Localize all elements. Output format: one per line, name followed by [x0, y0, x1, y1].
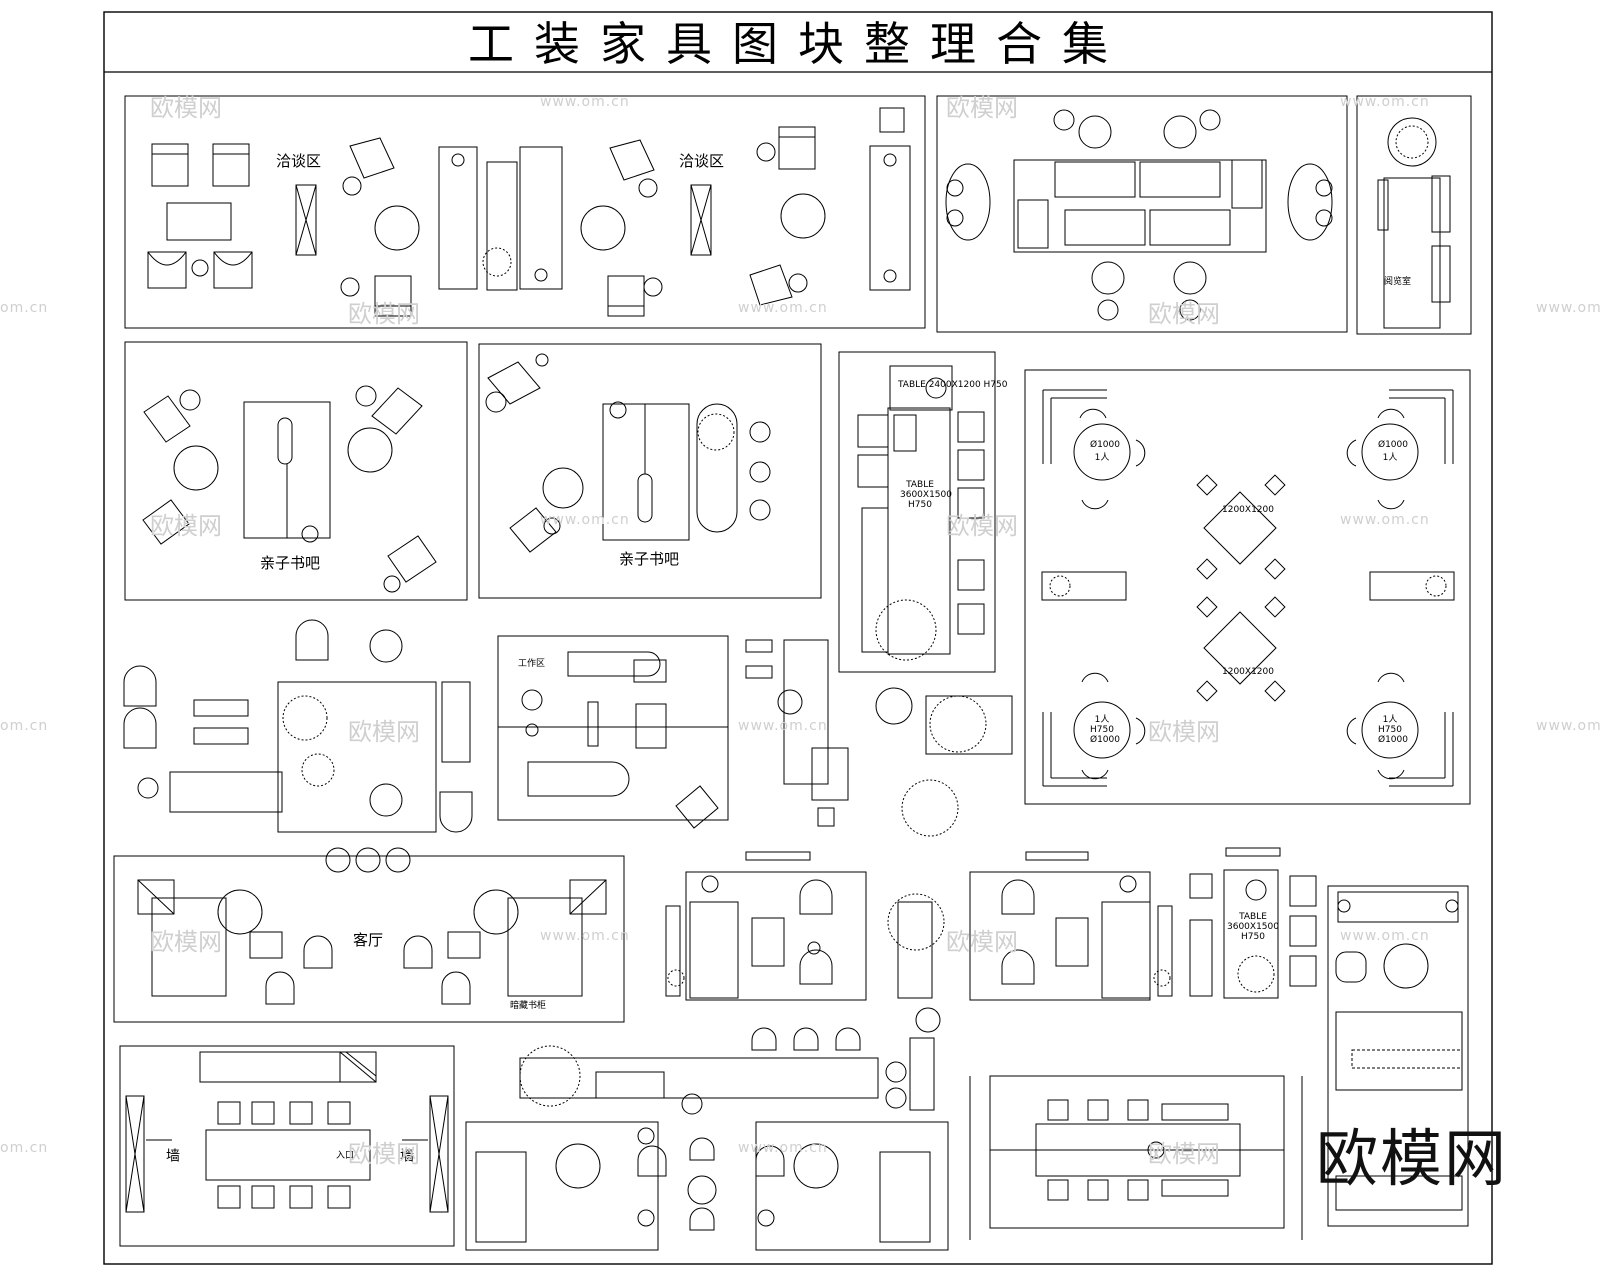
- panel-parent-child-bar-1: [124, 341, 468, 601]
- sofa-set-2: [969, 847, 1317, 1001]
- sofa-pair-bottom: [465, 1121, 949, 1251]
- table-tag-2: TABLE 3600X1500 H750: [1227, 912, 1279, 942]
- bar-counter: [519, 1007, 941, 1115]
- panel-reception-desk: [838, 351, 996, 673]
- label-parent-child-bar-2: 亲子书吧: [619, 550, 680, 568]
- round-table-tag-2: Ø1000 1人: [1378, 440, 1408, 463]
- label-entrance: 入口: [336, 1151, 355, 1161]
- label-wall-left: 墙: [164, 1148, 180, 1162]
- panel-reading-room: [1356, 95, 1472, 335]
- label-wall-right: 墙: [398, 1148, 414, 1162]
- panel-parent-child-bar-2: [478, 343, 822, 599]
- round-table-tag-3: 1人 H750 Ø1000: [1090, 715, 1120, 745]
- sheet-title: 工装家具图块整理合集: [468, 17, 1128, 71]
- table-tag-1: TABLE 2400X1200 H750: [898, 380, 1008, 390]
- outer-frame: [103, 11, 1493, 1265]
- brand-logo-text: 欧模网: [1316, 1122, 1509, 1195]
- label-parent-child-bar-1: 亲子书吧: [260, 554, 321, 572]
- square-table-tag-1: 1200X1200: [1222, 505, 1274, 515]
- table-tag-3: TABLE 3600X1500 H750: [900, 480, 952, 510]
- office-group: [123, 619, 473, 833]
- label-display-cabinet: 暗藏书柜: [510, 1001, 547, 1011]
- label-negotiation-zone-2: 洽谈区: [679, 152, 725, 170]
- label-reading-room: 阅览室: [1384, 277, 1412, 287]
- sofa-set-1: [665, 851, 945, 1001]
- panel-right-lounge: [1327, 885, 1469, 1227]
- square-table-tag-2: 1200X1200: [1222, 667, 1274, 677]
- central-counter: [745, 639, 1013, 837]
- panel-meeting-table: [969, 1075, 1303, 1240]
- label-negotiation-zone-1: 洽谈区: [276, 152, 322, 170]
- round-table-tag-4: 1人 H750 Ø1000: [1378, 715, 1408, 745]
- round-table-tag-1: Ø1000 1人: [1090, 440, 1120, 463]
- panel-conference-room: [119, 1045, 455, 1247]
- label-living-room: 客厅: [353, 931, 384, 949]
- panel-negotiation-zone: [124, 95, 926, 329]
- label-work-area: 工作区: [518, 659, 546, 669]
- panel-work-area: [497, 635, 729, 829]
- panel-cafe-dining: [1024, 369, 1471, 805]
- panel-meeting-sofa: [936, 95, 1348, 333]
- panel-living-room: [113, 847, 625, 1023]
